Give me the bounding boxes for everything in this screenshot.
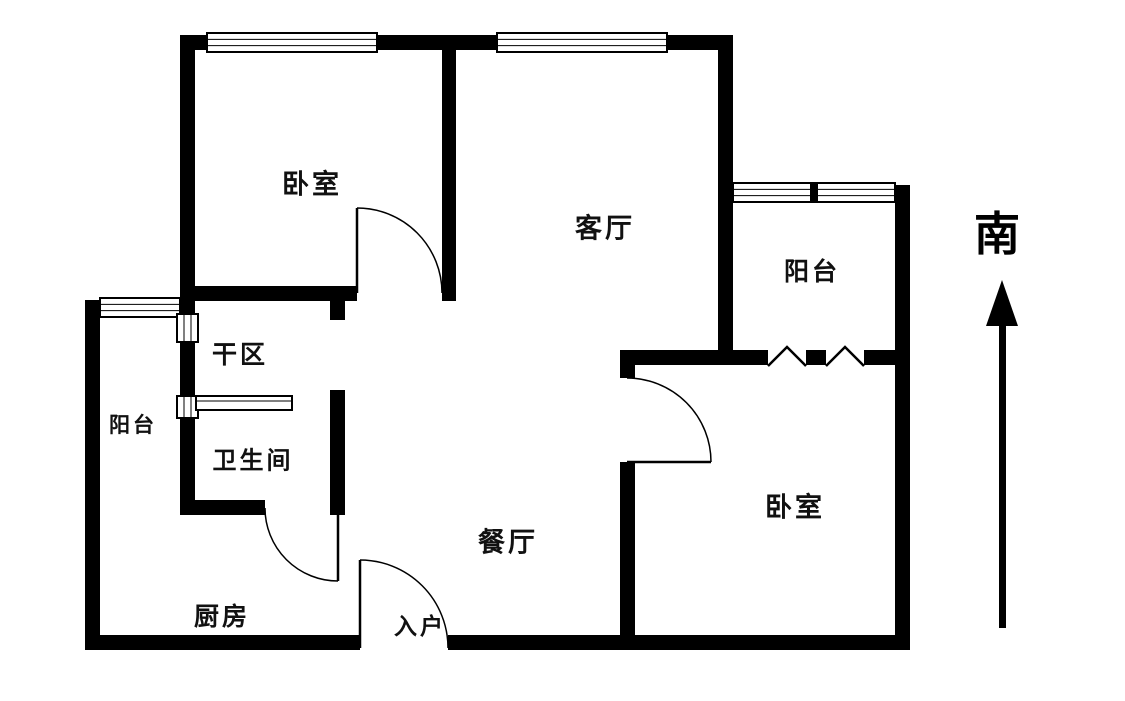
room-label-bathroom: 卫生间 [212, 447, 294, 475]
window [176, 313, 199, 343]
window [496, 32, 668, 53]
wall-segment [806, 350, 826, 365]
window-mullion [810, 183, 818, 202]
south-arrow-shaft [999, 318, 1006, 628]
wall-segment [620, 350, 635, 378]
folding-window-chevron [825, 345, 865, 367]
wall-segment [895, 185, 910, 650]
room-label-bedroom-2: 卧室 [765, 492, 825, 523]
wall-segment [338, 500, 345, 515]
wall-segment [330, 390, 345, 515]
wall-segment [180, 500, 265, 515]
room-label-balcony-top: 阳台 [783, 258, 841, 286]
wall-segment [620, 350, 768, 365]
room-label-bedroom-1: 卧室 [282, 169, 342, 200]
wall-segment [718, 35, 733, 365]
wall-segment [448, 635, 910, 650]
door-swing-arc [264, 507, 339, 582]
door-swing-arc [359, 559, 449, 649]
wall-segment [864, 350, 895, 365]
wall-segment [667, 35, 733, 50]
room-label-living-room: 客厅 [575, 213, 635, 244]
wall-segment [442, 35, 456, 301]
door-swing-arc [356, 207, 443, 294]
folding-window-chevron [767, 345, 807, 367]
sink [195, 395, 293, 411]
window [99, 297, 181, 318]
room-label-balcony-left: 阳台 [109, 414, 157, 437]
room-label-dry-area: 干区 [211, 341, 269, 369]
wall-segment [85, 300, 100, 650]
wall-segment [620, 462, 635, 650]
window [206, 32, 378, 53]
south-arrow-head [986, 280, 1018, 326]
wall-segment [180, 35, 195, 301]
compass-south-label: 南 [974, 209, 1020, 260]
window [176, 395, 199, 419]
room-label-kitchen: 厨房 [193, 603, 251, 631]
wall-segment [330, 286, 345, 320]
room-label-dining-room: 餐厅 [478, 527, 538, 558]
wall-segment [377, 35, 497, 50]
wall-segment [85, 635, 360, 650]
room-label-entry: 入户 [394, 613, 446, 639]
wall-segment [180, 286, 357, 301]
door-swing-arc [626, 377, 712, 463]
